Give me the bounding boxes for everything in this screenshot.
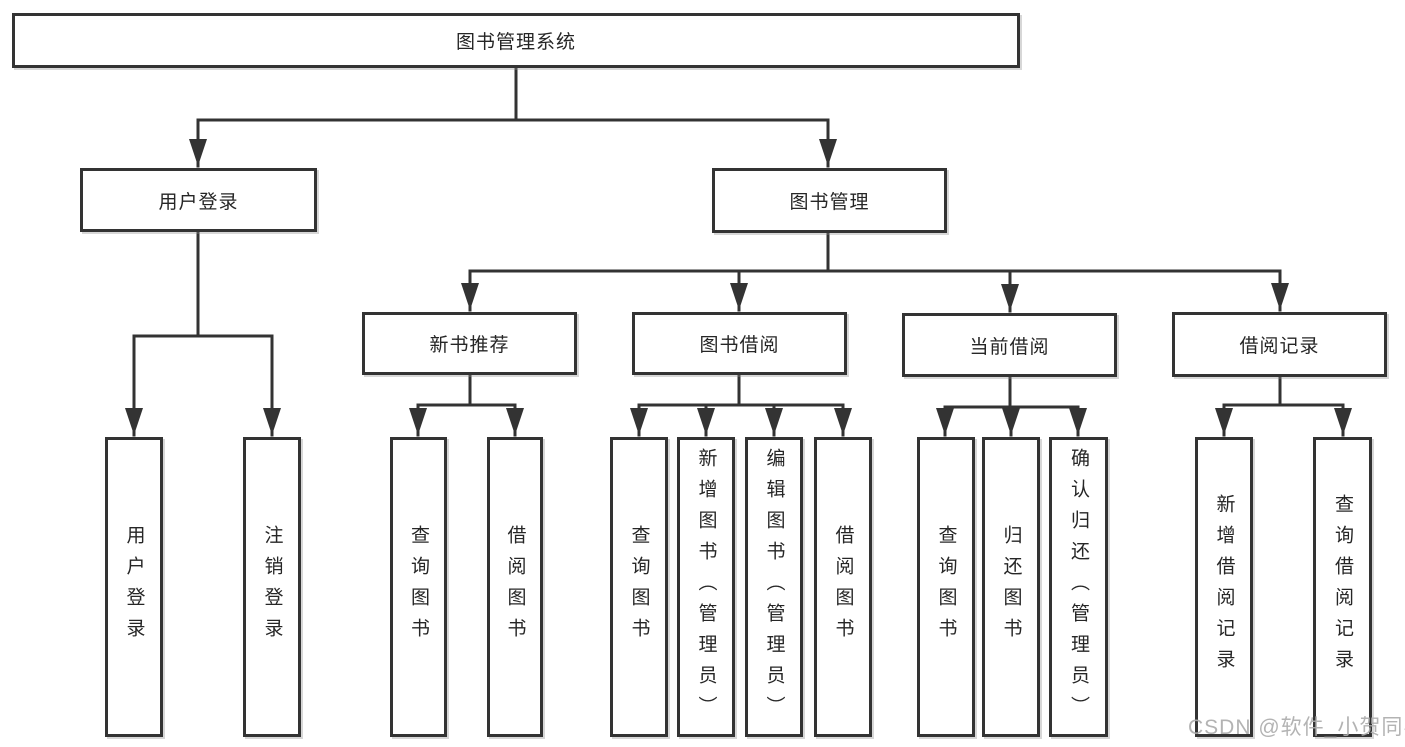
leaf-logout: 注销登录 [243,437,301,737]
leaf-current-query-books-label: 查询图书 [935,525,957,649]
leaf-borrow-edit-books-label: 编辑图书（管理员） [763,447,785,727]
leaf-borrow-borrow-books: 借阅图书 [814,437,872,737]
leaf-newrec-borrow-books-label: 借阅图书 [504,525,526,649]
leaf-logout-label: 注销登录 [261,525,283,649]
leaf-borrow-edit-books: 编辑图书（管理员） [745,437,803,737]
leaf-current-return-books-label: 归还图书 [1000,525,1022,649]
leaf-user-login-label: 用户登录 [123,525,145,649]
node-borrow-records-label: 借阅记录 [1239,336,1320,357]
leaf-borrow-add-books: 新增图书（管理员） [677,437,735,737]
node-book-borrow-label: 图书借阅 [699,335,780,356]
node-root: 图书管理系统 [12,13,1020,68]
node-current-borrow-label: 当前借阅 [969,336,1050,358]
node-borrow-records: 借阅记录 [1172,312,1387,377]
leaf-newrec-query-books: 查询图书 [390,437,447,737]
leaf-borrow-borrow-books-label: 借阅图书 [832,525,854,649]
leaf-records-add-record-label: 新增借阅记录 [1213,494,1235,680]
node-current-borrow: 当前借阅 [902,313,1117,377]
leaf-borrow-add-books-label: 新增图书（管理员） [695,447,717,727]
node-book-borrow: 图书借阅 [632,312,847,375]
leaf-records-query-record: 查询借阅记录 [1313,437,1372,737]
node-user-login-label: 用户登录 [158,191,239,213]
leaf-user-login: 用户登录 [105,437,163,737]
leaf-borrow-query-books-label: 查询图书 [628,525,650,649]
node-root-label: 图书管理系统 [455,32,576,53]
leaf-current-confirm-return-label: 确认归还（管理员） [1068,447,1089,727]
node-book-mgmt-label: 图书管理 [789,192,870,213]
leaf-current-return-books: 归还图书 [982,437,1040,737]
leaf-records-query-record-label: 查询借阅记录 [1332,494,1353,680]
leaf-newrec-borrow-books: 借阅图书 [487,437,543,737]
leaf-current-confirm-return: 确认归还（管理员） [1049,437,1108,737]
leaf-newrec-query-books-label: 查询图书 [408,525,429,649]
leaf-records-add-record: 新增借阅记录 [1195,437,1253,737]
watermark: CSDN @软件_小贺同学 [1188,716,1405,739]
node-new-book-rec-label: 新书推荐 [429,335,510,356]
leaf-borrow-query-books: 查询图书 [610,437,668,737]
node-user-login: 用户登录 [80,168,317,232]
leaf-current-query-books: 查询图书 [917,437,975,737]
node-new-book-rec: 新书推荐 [362,312,577,375]
node-book-mgmt: 图书管理 [712,168,947,233]
